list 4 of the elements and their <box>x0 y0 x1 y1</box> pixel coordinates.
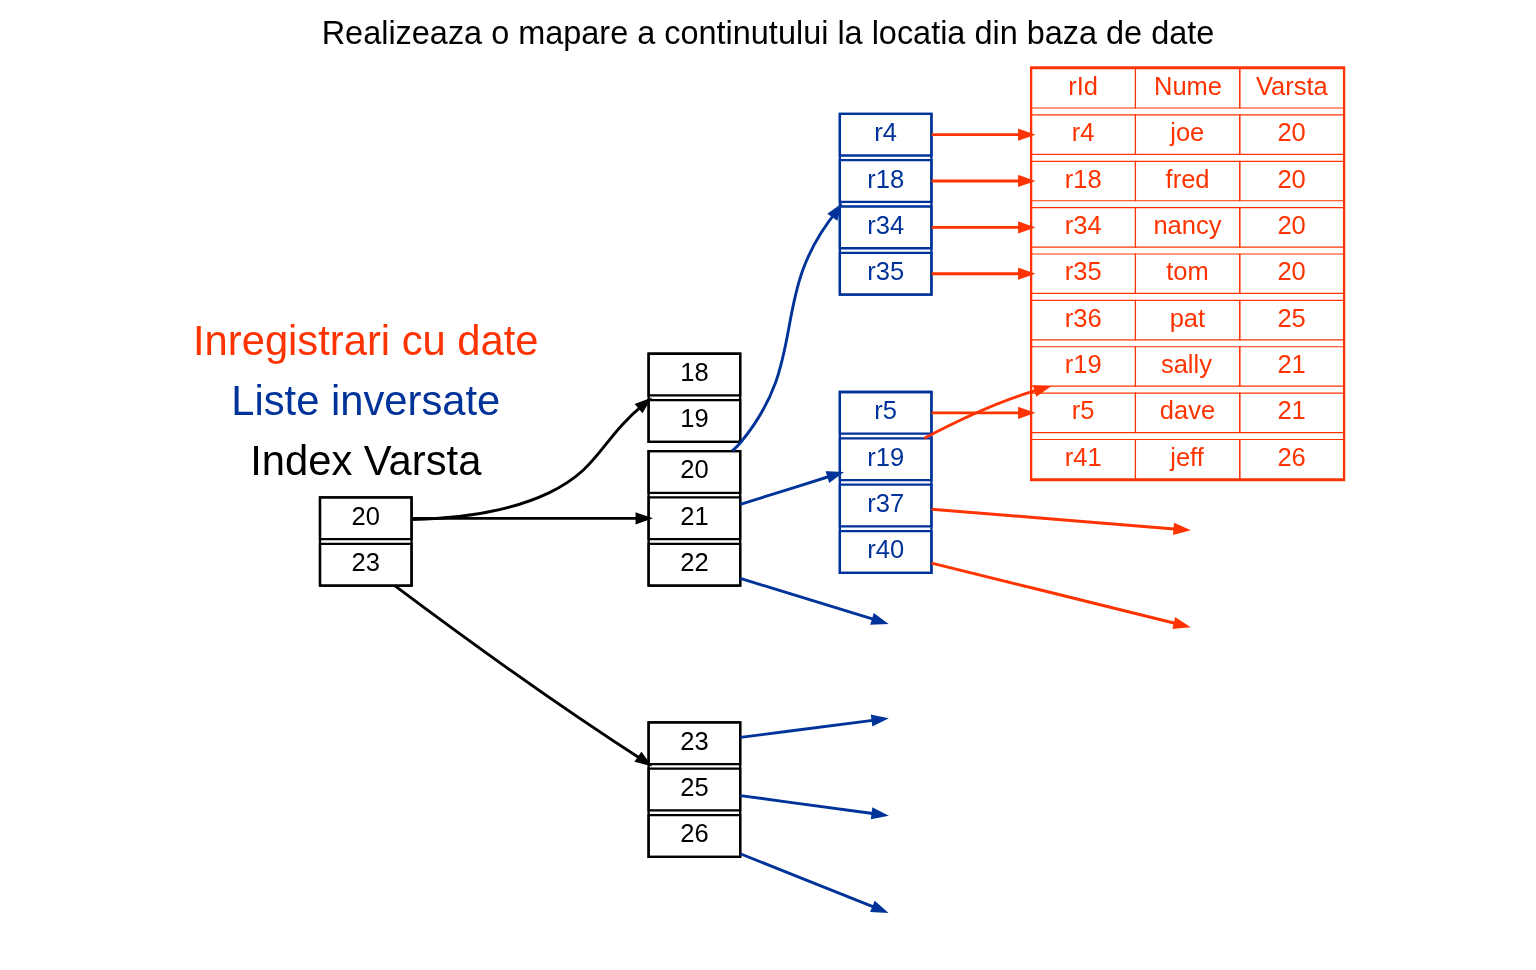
diagram-title: Realizeaza o mapare a continutului la locatia din baza de date <box>321 14 1215 51</box>
label: Liste inversate <box>231 376 501 424</box>
label: Inregistrari cu date <box>193 316 539 364</box>
label: Index Varsta <box>250 437 482 485</box>
